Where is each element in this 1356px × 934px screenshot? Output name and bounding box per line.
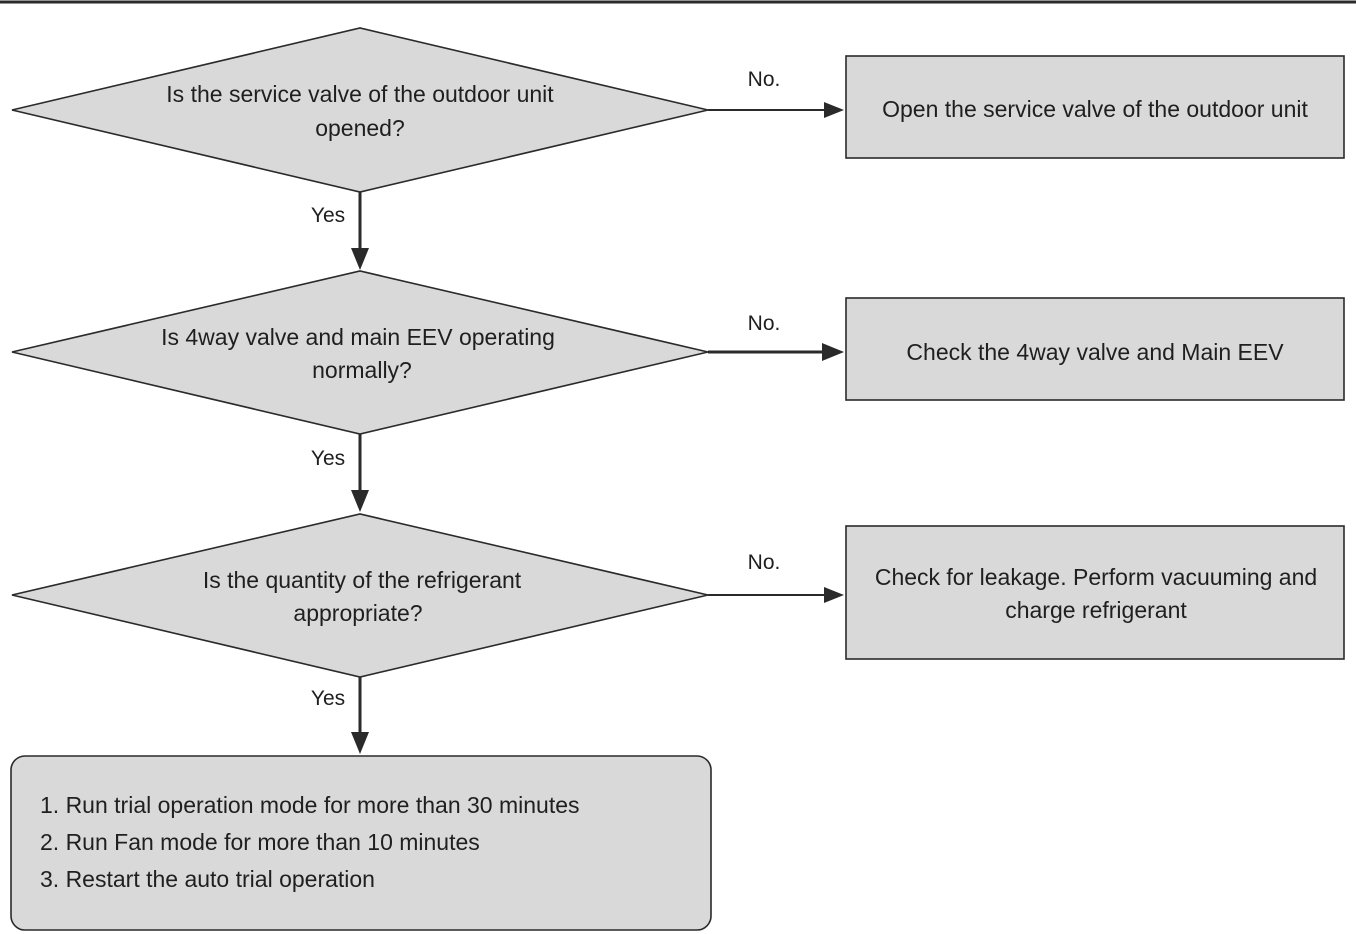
final-steps-box: [10, 755, 712, 931]
decision-service-valve-line1: Is the service valve of the outdoor unit: [166, 81, 554, 107]
decision-refrigerant-line2: appropriate?: [293, 600, 422, 626]
action-box-open-service-valve: [845, 55, 1345, 159]
decision-4way-valve-line1: Is 4way valve and main EEV operating: [161, 324, 555, 350]
final-step-1: 1. Run trial operation mode for more tha…: [40, 792, 580, 818]
decision-diamond-service-valve: [11, 27, 709, 193]
decision-diamond-4way-valve: [11, 270, 709, 435]
action-check-leakage-line1: Check for leakage. Perform vacuuming and: [875, 564, 1317, 590]
yes-label-2: Yes: [311, 447, 345, 470]
no-arrowhead-2: [822, 343, 844, 361]
decision-service-valve-line2: opened?: [315, 115, 405, 141]
action-check-leakage-line2: charge refrigerant: [1005, 597, 1187, 623]
no-label-2: No.: [748, 312, 781, 335]
no-label-1: No.: [748, 68, 781, 91]
yes-label-1: Yes: [311, 204, 345, 227]
action-box-check-leakage: [845, 525, 1345, 660]
yes-arrowhead-1: [351, 248, 369, 270]
yes-arrowhead-2: [351, 490, 369, 512]
action-box-check-4way-valve: [845, 297, 1345, 401]
action-open-service-valve-text: Open the service valve of the outdoor un…: [882, 96, 1308, 122]
final-step-3: 3. Restart the auto trial operation: [40, 866, 375, 892]
decision-4way-valve-line2: normally?: [312, 357, 412, 383]
no-arrowhead-3: [824, 587, 844, 603]
decision-diamond-refrigerant: [11, 513, 709, 678]
final-step-2: 2. Run Fan mode for more than 10 minutes: [40, 829, 480, 855]
yes-arrowhead-3: [351, 732, 369, 754]
no-arrowhead-1: [824, 102, 844, 118]
no-label-3: No.: [748, 551, 781, 574]
yes-label-3: Yes: [311, 687, 345, 710]
action-check-4way-valve-text: Check the 4way valve and Main EEV: [906, 339, 1284, 365]
decision-refrigerant-line1: Is the quantity of the refrigerant: [203, 567, 522, 593]
